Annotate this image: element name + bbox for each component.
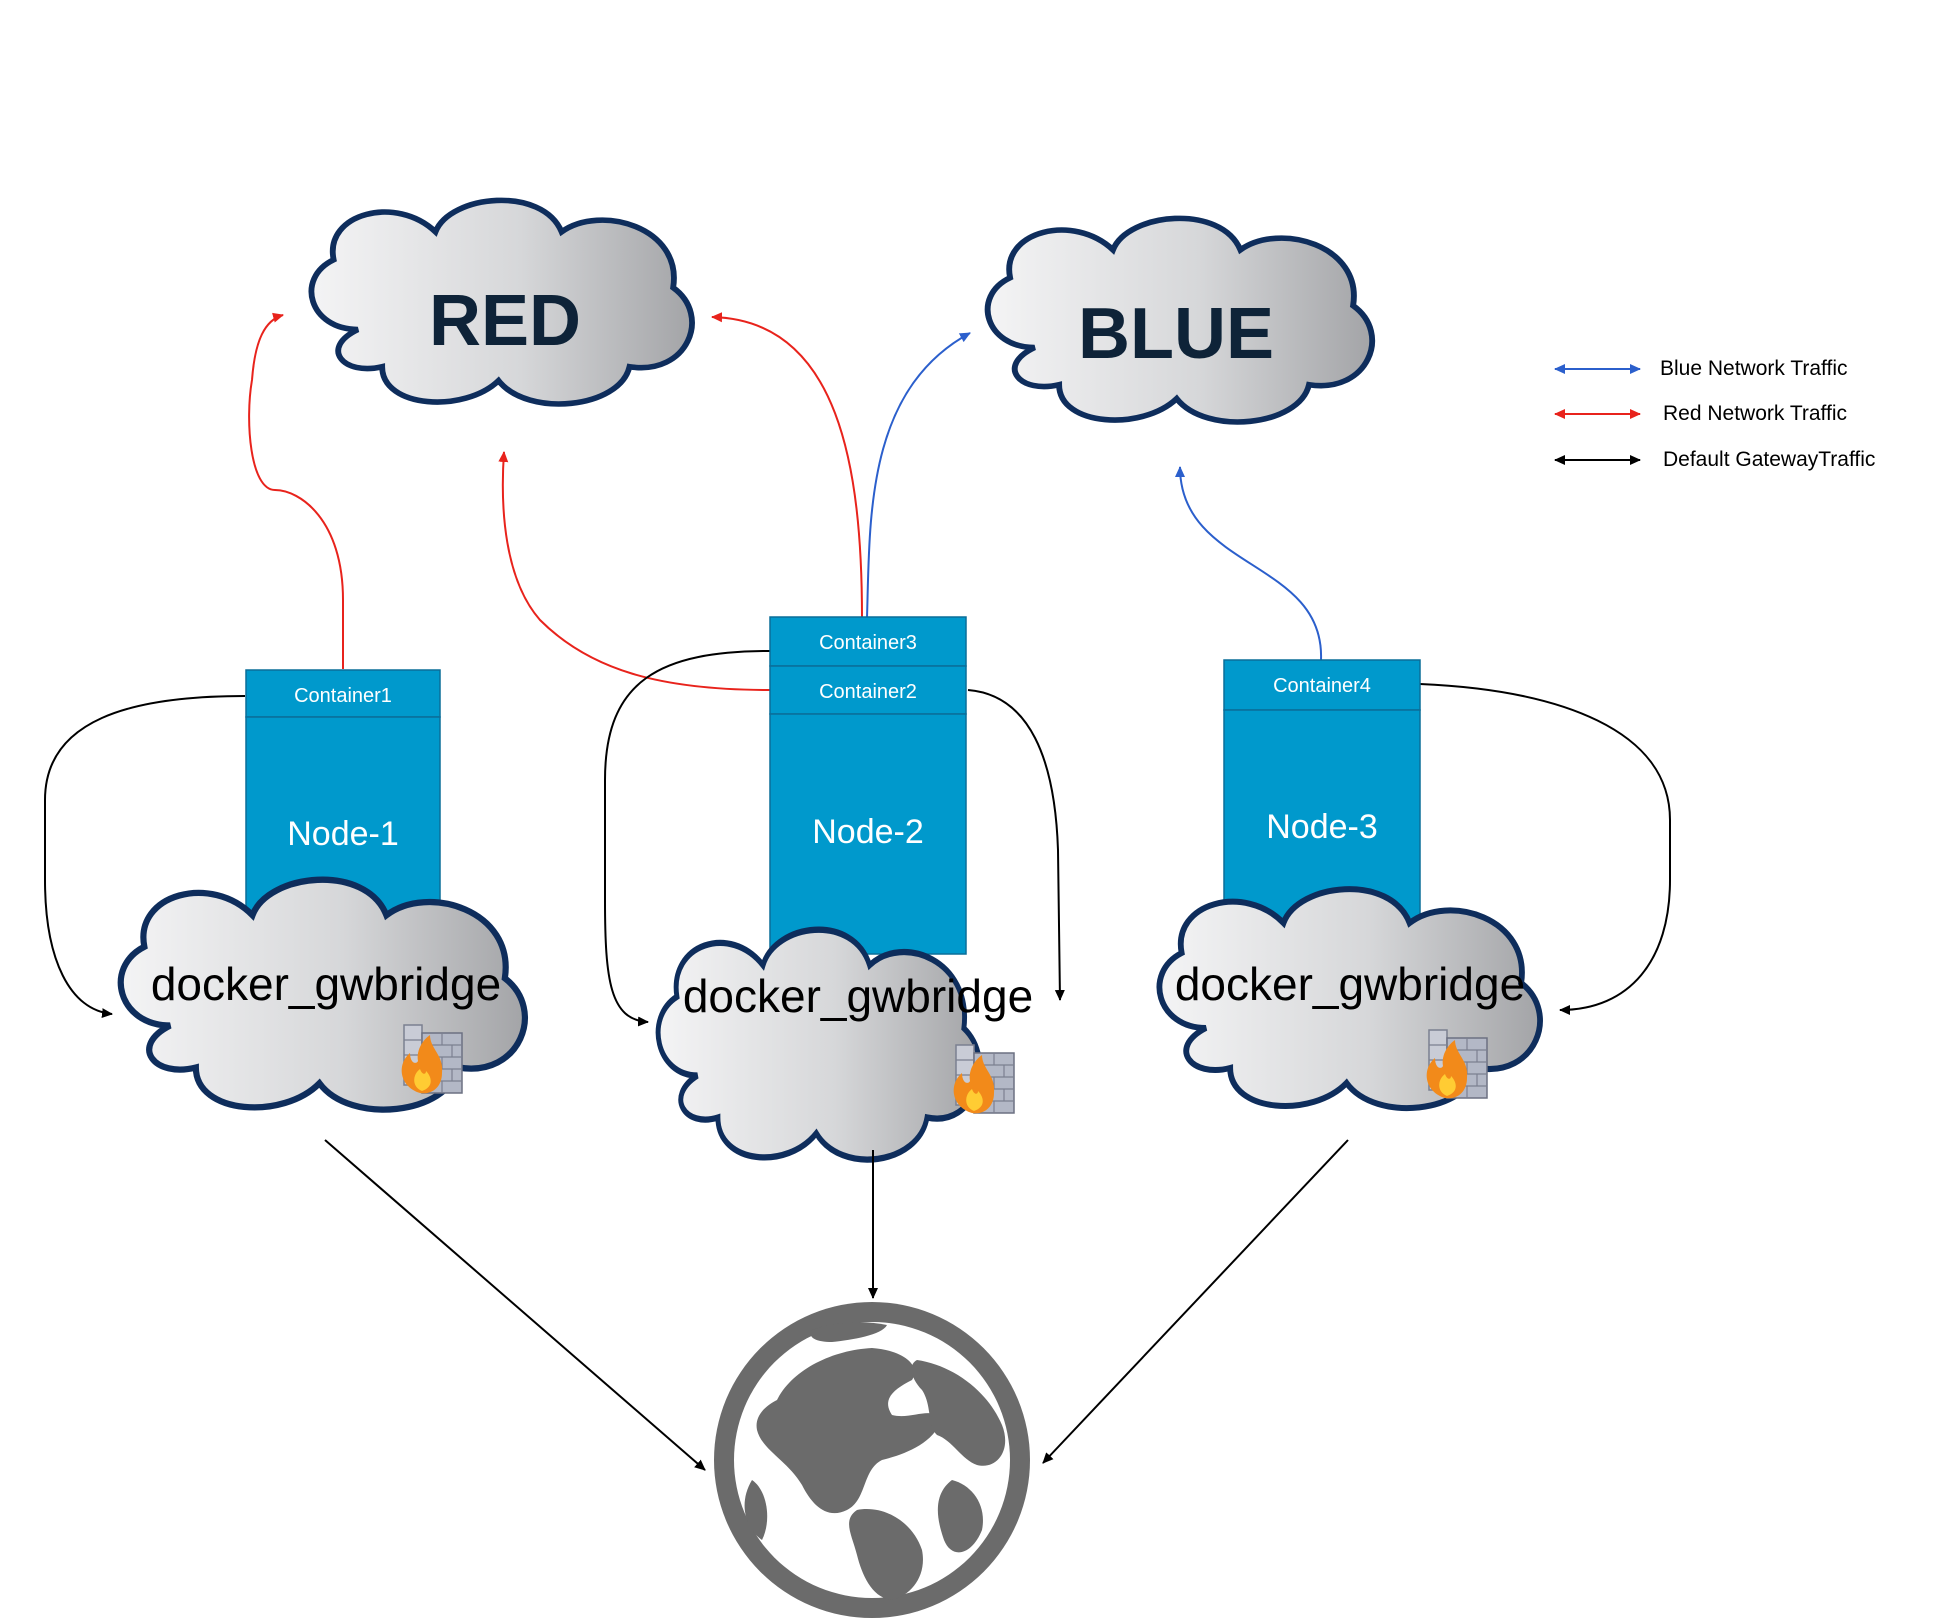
container1-to-red-line bbox=[248, 312, 344, 669]
container3-label: Container3 bbox=[819, 632, 917, 654]
container3-to-blue-line bbox=[866, 332, 971, 619]
node1-gateway-loop bbox=[44, 695, 246, 1019]
container4-label: Container4 bbox=[1273, 675, 1371, 697]
node1-to-internet-line bbox=[324, 1139, 706, 1471]
legend: Blue Network Traffic Red Network Traffic… bbox=[1554, 357, 1875, 471]
legend-blue-label: Blue Network Traffic bbox=[1660, 357, 1848, 380]
blue-network-label: BLUE bbox=[1078, 294, 1274, 374]
node3-bridge-label: docker_gwbridge bbox=[1175, 958, 1525, 1010]
node1-bridge-label: docker_gwbridge bbox=[151, 958, 501, 1010]
container2-label: Container2 bbox=[819, 681, 917, 703]
node-2[interactable]: Container3 Container2 Node-2 bbox=[769, 616, 967, 955]
globe-icon bbox=[714, 1302, 1030, 1618]
node2-bridge-label: docker_gwbridge bbox=[683, 970, 1033, 1022]
node2-bridge-cloud[interactable] bbox=[658, 930, 980, 1160]
node3-to-internet-line bbox=[1042, 1139, 1349, 1464]
node1-label: Node-1 bbox=[287, 815, 399, 853]
firewall-icon bbox=[400, 1024, 463, 1095]
firewall-icon bbox=[1425, 1029, 1488, 1100]
legend-red-label: Red Network Traffic bbox=[1663, 402, 1847, 425]
firewall-icon bbox=[952, 1044, 1015, 1115]
container2-box[interactable] bbox=[769, 665, 967, 715]
container1-label: Container1 bbox=[294, 685, 392, 707]
node2-label: Node-2 bbox=[812, 813, 924, 851]
container3-box[interactable] bbox=[769, 616, 967, 667]
red-network-label: RED bbox=[429, 281, 581, 361]
node2-box[interactable] bbox=[769, 713, 967, 955]
container3-to-red-line bbox=[711, 312, 863, 619]
container4-to-blue-line bbox=[1175, 466, 1323, 661]
node2-left-gateway-loop bbox=[604, 650, 771, 1027]
container2-to-red-line bbox=[498, 451, 771, 691]
node3-gateway-loop bbox=[1419, 683, 1671, 1015]
legend-default-label: Default GatewayTraffic bbox=[1663, 448, 1875, 471]
node3-label: Node-3 bbox=[1266, 808, 1378, 846]
node2-right-gateway-loop bbox=[967, 689, 1065, 1001]
